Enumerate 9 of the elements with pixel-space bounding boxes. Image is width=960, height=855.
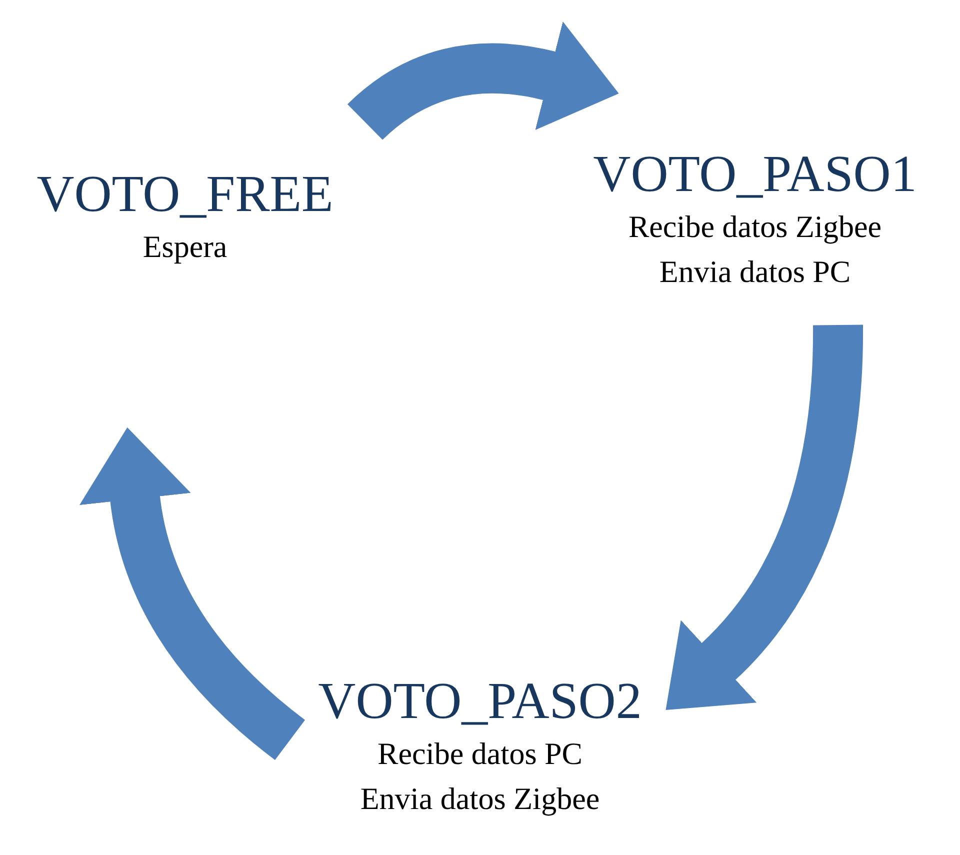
state-description: Recibe datos PC [378, 734, 582, 773]
state-description: Envia datos PC [659, 252, 851, 291]
state-description: Espera [142, 228, 228, 266]
state-description: Recibe datos Zigbee [628, 208, 882, 246]
curved-arrow [668, 324, 863, 712]
state-name: VOTO_FREE [36, 165, 334, 225]
state-description: Envia datos Zigbee [360, 780, 600, 818]
state-name: VOTO_PASO2 [318, 672, 642, 732]
state-name: VOTO_PASO1 [593, 145, 917, 205]
